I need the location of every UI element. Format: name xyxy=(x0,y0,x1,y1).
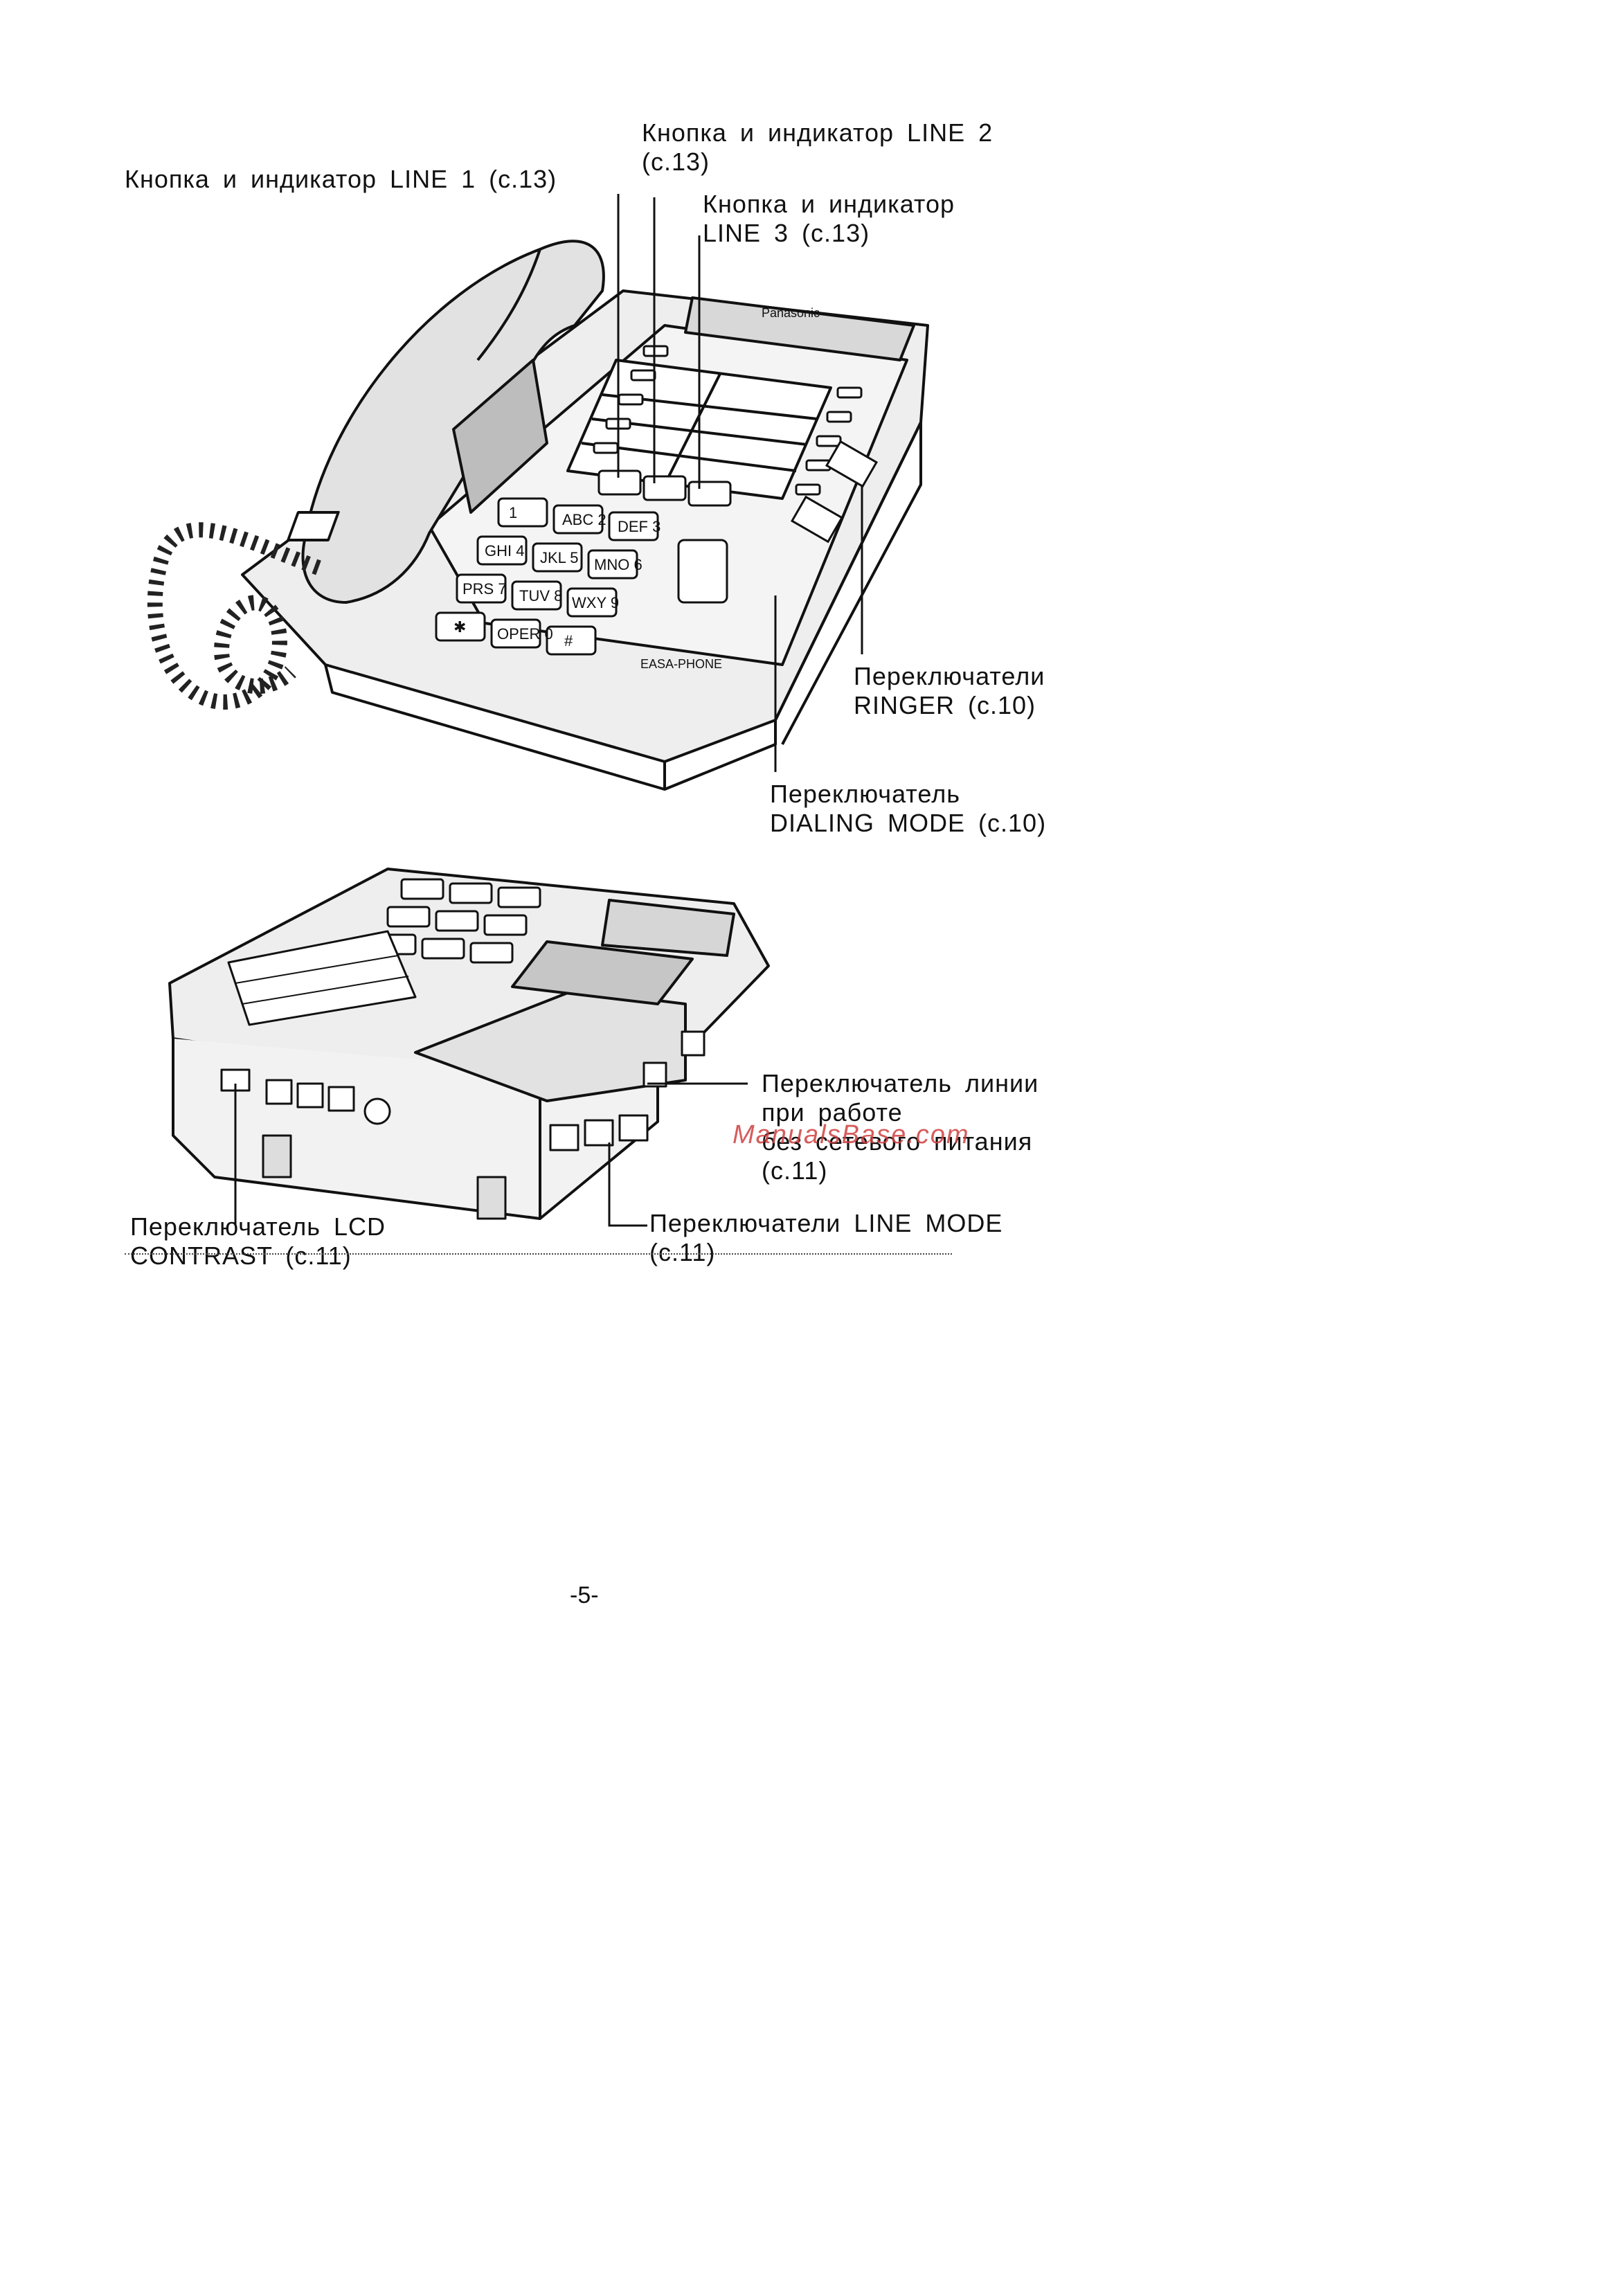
key-1: 1 xyxy=(509,504,517,521)
label-powerfail-1: Переключатель линии xyxy=(762,1069,1039,1097)
label-powerfail-4: (с.11) xyxy=(762,1156,828,1185)
key-star: ✱ xyxy=(453,618,466,636)
key-7: PRS 7 xyxy=(462,580,507,598)
key-9: WXY 9 xyxy=(572,594,619,611)
label-line2-page: (с.13) xyxy=(642,147,710,176)
label-line3-page: LINE 3 (с.13) xyxy=(703,219,870,247)
label-powerfail-2: при работе xyxy=(762,1098,903,1127)
key-8: TUV 8 xyxy=(519,587,562,604)
divider-line xyxy=(125,1253,952,1255)
label-ringer-title: Переключатели xyxy=(854,662,1045,690)
label-lcd-page: CONTRAST (с.11) xyxy=(130,1241,352,1270)
key-hash: # xyxy=(564,632,573,649)
page-number: -5- xyxy=(570,1582,599,1608)
label-line3-title: Кнопка и индикатор xyxy=(703,190,955,218)
brand-name: Panasonic xyxy=(762,306,820,320)
key-2: ABC 2 xyxy=(562,511,606,528)
label-lcd-title: Переключатель LCD xyxy=(130,1212,386,1241)
label-dialing-page: DIALING MODE (с.10) xyxy=(770,809,1047,837)
key-0: OPER 0 xyxy=(497,625,553,643)
key-6: MNO 6 xyxy=(594,556,642,573)
label-powerfail-3: без сетевого питания xyxy=(762,1127,1033,1156)
label-linemode-title: Переключатели LINE MODE xyxy=(649,1209,1003,1237)
key-5: JKL 5 xyxy=(540,549,578,566)
label-line2-title: Кнопка и индикатор LINE 2 xyxy=(642,118,994,147)
watermark: ManualsBase.com xyxy=(732,1120,970,1149)
label-line1: Кнопка и индикатор LINE 1 (с.13) xyxy=(125,165,557,193)
key-3: DEF 3 xyxy=(618,518,660,535)
label-linemode-page: (с.11) xyxy=(649,1238,716,1266)
key-4: GHI 4 xyxy=(485,542,524,559)
label-dialing-title: Переключатель xyxy=(770,780,960,808)
label-ringer-page: RINGER (с.10) xyxy=(854,691,1036,719)
leader-linemode xyxy=(608,1142,647,1227)
model-name: EASA-PHONE xyxy=(640,657,722,671)
